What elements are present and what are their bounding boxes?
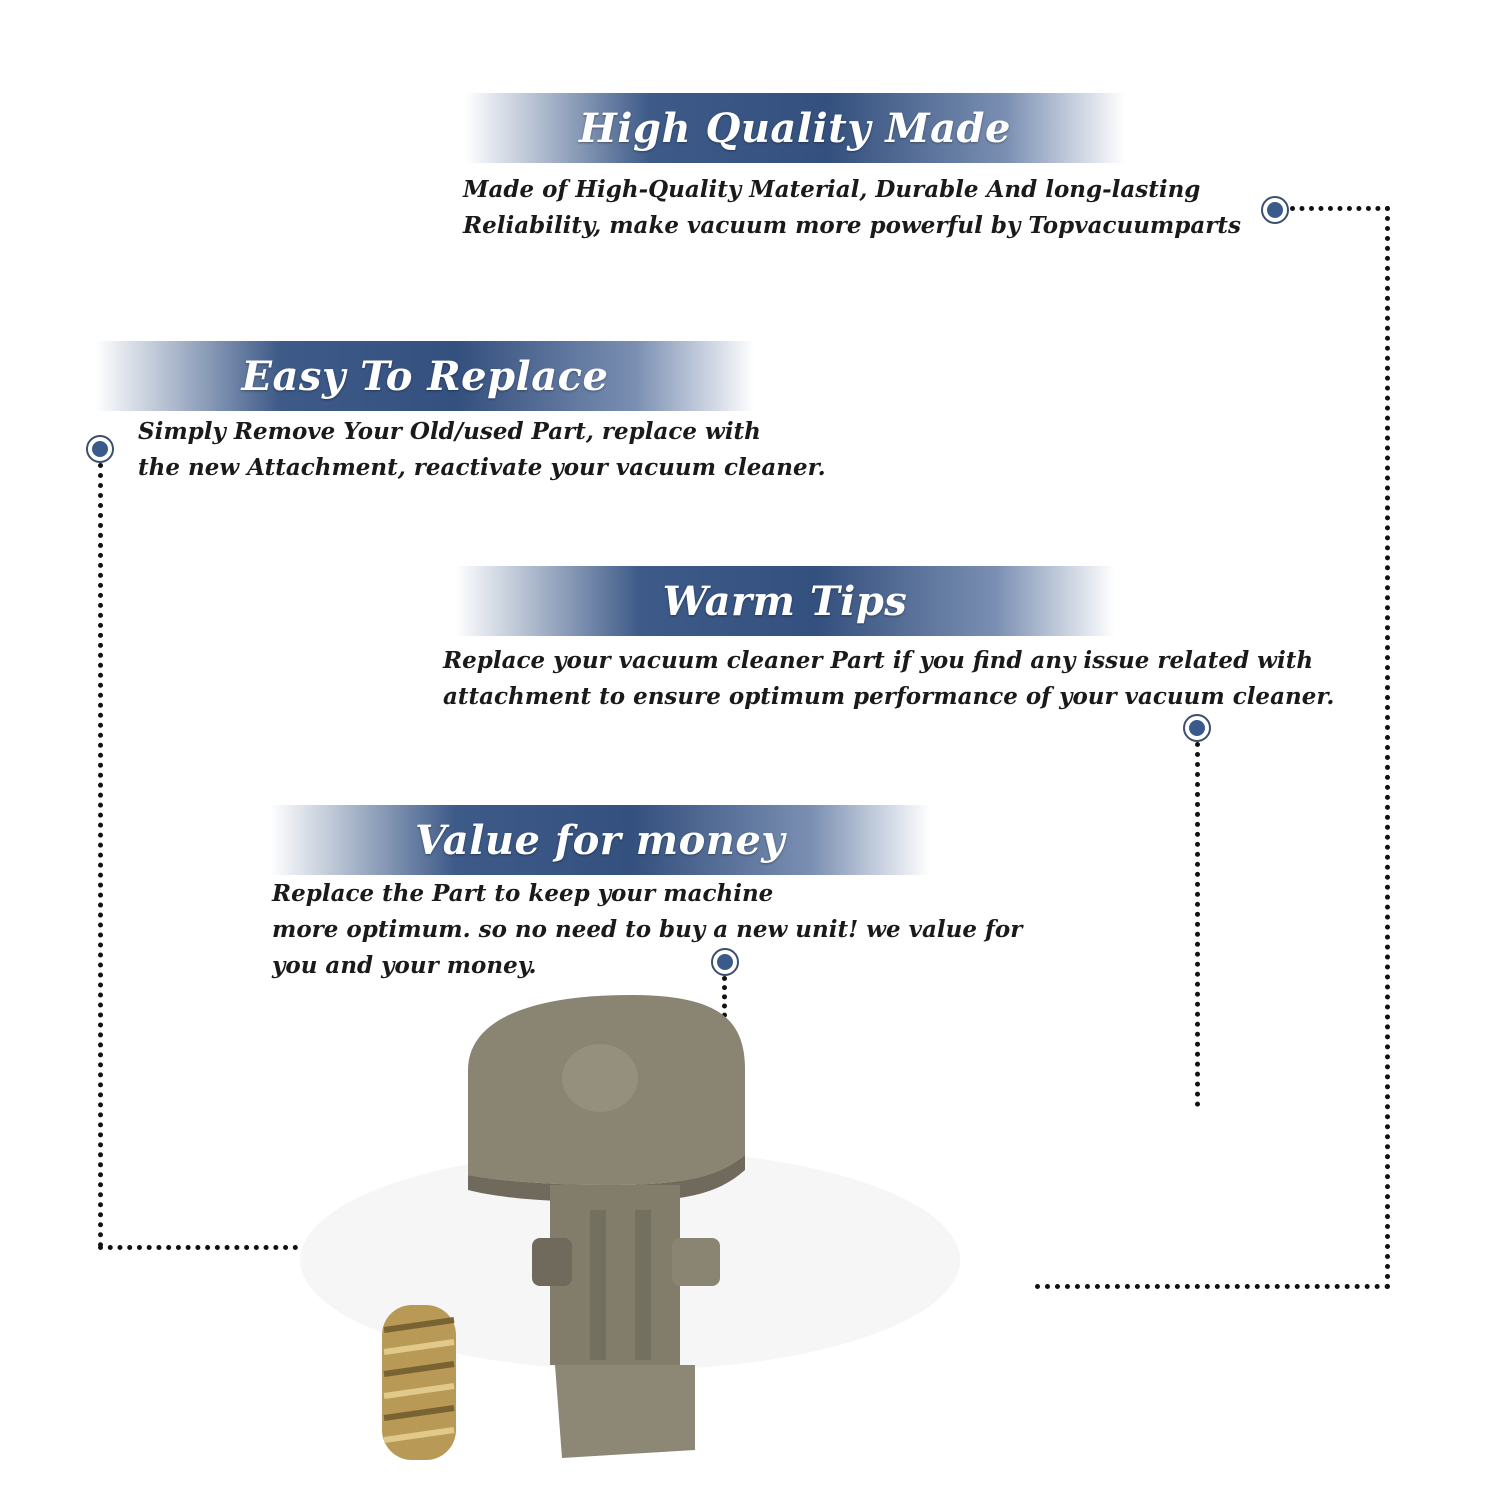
connector-line	[1385, 206, 1390, 1290]
description-line: Reliability, make vacuum more powerful b…	[463, 212, 1241, 239]
connector-line	[1035, 1284, 1390, 1289]
connector-line	[722, 976, 727, 1036]
description-line: Simply Remove Your Old/used Part, replac…	[138, 418, 761, 445]
description-line: Replace your vacuum cleaner Part if you …	[443, 647, 1314, 674]
connector-line	[98, 463, 103, 1248]
banner-high-quality: High Quality Made	[465, 93, 1125, 163]
banner-title: Value for money	[414, 816, 786, 864]
connector-line	[98, 1245, 298, 1250]
banner-title: Easy To Replace	[241, 352, 609, 400]
vacuum-latch-part-icon	[300, 995, 960, 1458]
description-line: you and your money.	[272, 952, 537, 979]
description-value-money: Replace the Part to keep your machine mo…	[272, 876, 1022, 984]
bullet-marker-icon	[711, 948, 739, 976]
product-image	[300, 995, 960, 1460]
bullet-marker-icon	[86, 435, 114, 463]
description-warm-tips: Replace your vacuum cleaner Part if you …	[443, 643, 1334, 715]
banner-warm-tips: Warm Tips	[455, 566, 1115, 636]
description-line: attachment to ensure optimum performance…	[443, 683, 1335, 710]
description-line: Replace the Part to keep your machine	[272, 880, 774, 907]
description-easy-replace: Simply Remove Your Old/used Part, replac…	[138, 414, 826, 486]
bullet-marker-icon	[1183, 714, 1211, 742]
bullet-marker-icon	[1261, 196, 1289, 224]
connector-line	[1195, 742, 1200, 1107]
description-line: Made of High-Quality Material, Durable A…	[463, 176, 1201, 203]
description-line: more optimum. so no need to buy a new un…	[272, 916, 1023, 943]
description-high-quality: Made of High-Quality Material, Durable A…	[463, 172, 1241, 244]
banner-title: High Quality Made	[579, 104, 1011, 152]
connector-line	[1290, 206, 1390, 211]
banner-title: Warm Tips	[662, 577, 908, 625]
banner-value-money: Value for money	[270, 805, 930, 875]
description-line: the new Attachment, reactivate your vacu…	[138, 454, 826, 481]
spring-icon	[382, 1305, 456, 1460]
banner-easy-replace: Easy To Replace	[95, 341, 755, 411]
